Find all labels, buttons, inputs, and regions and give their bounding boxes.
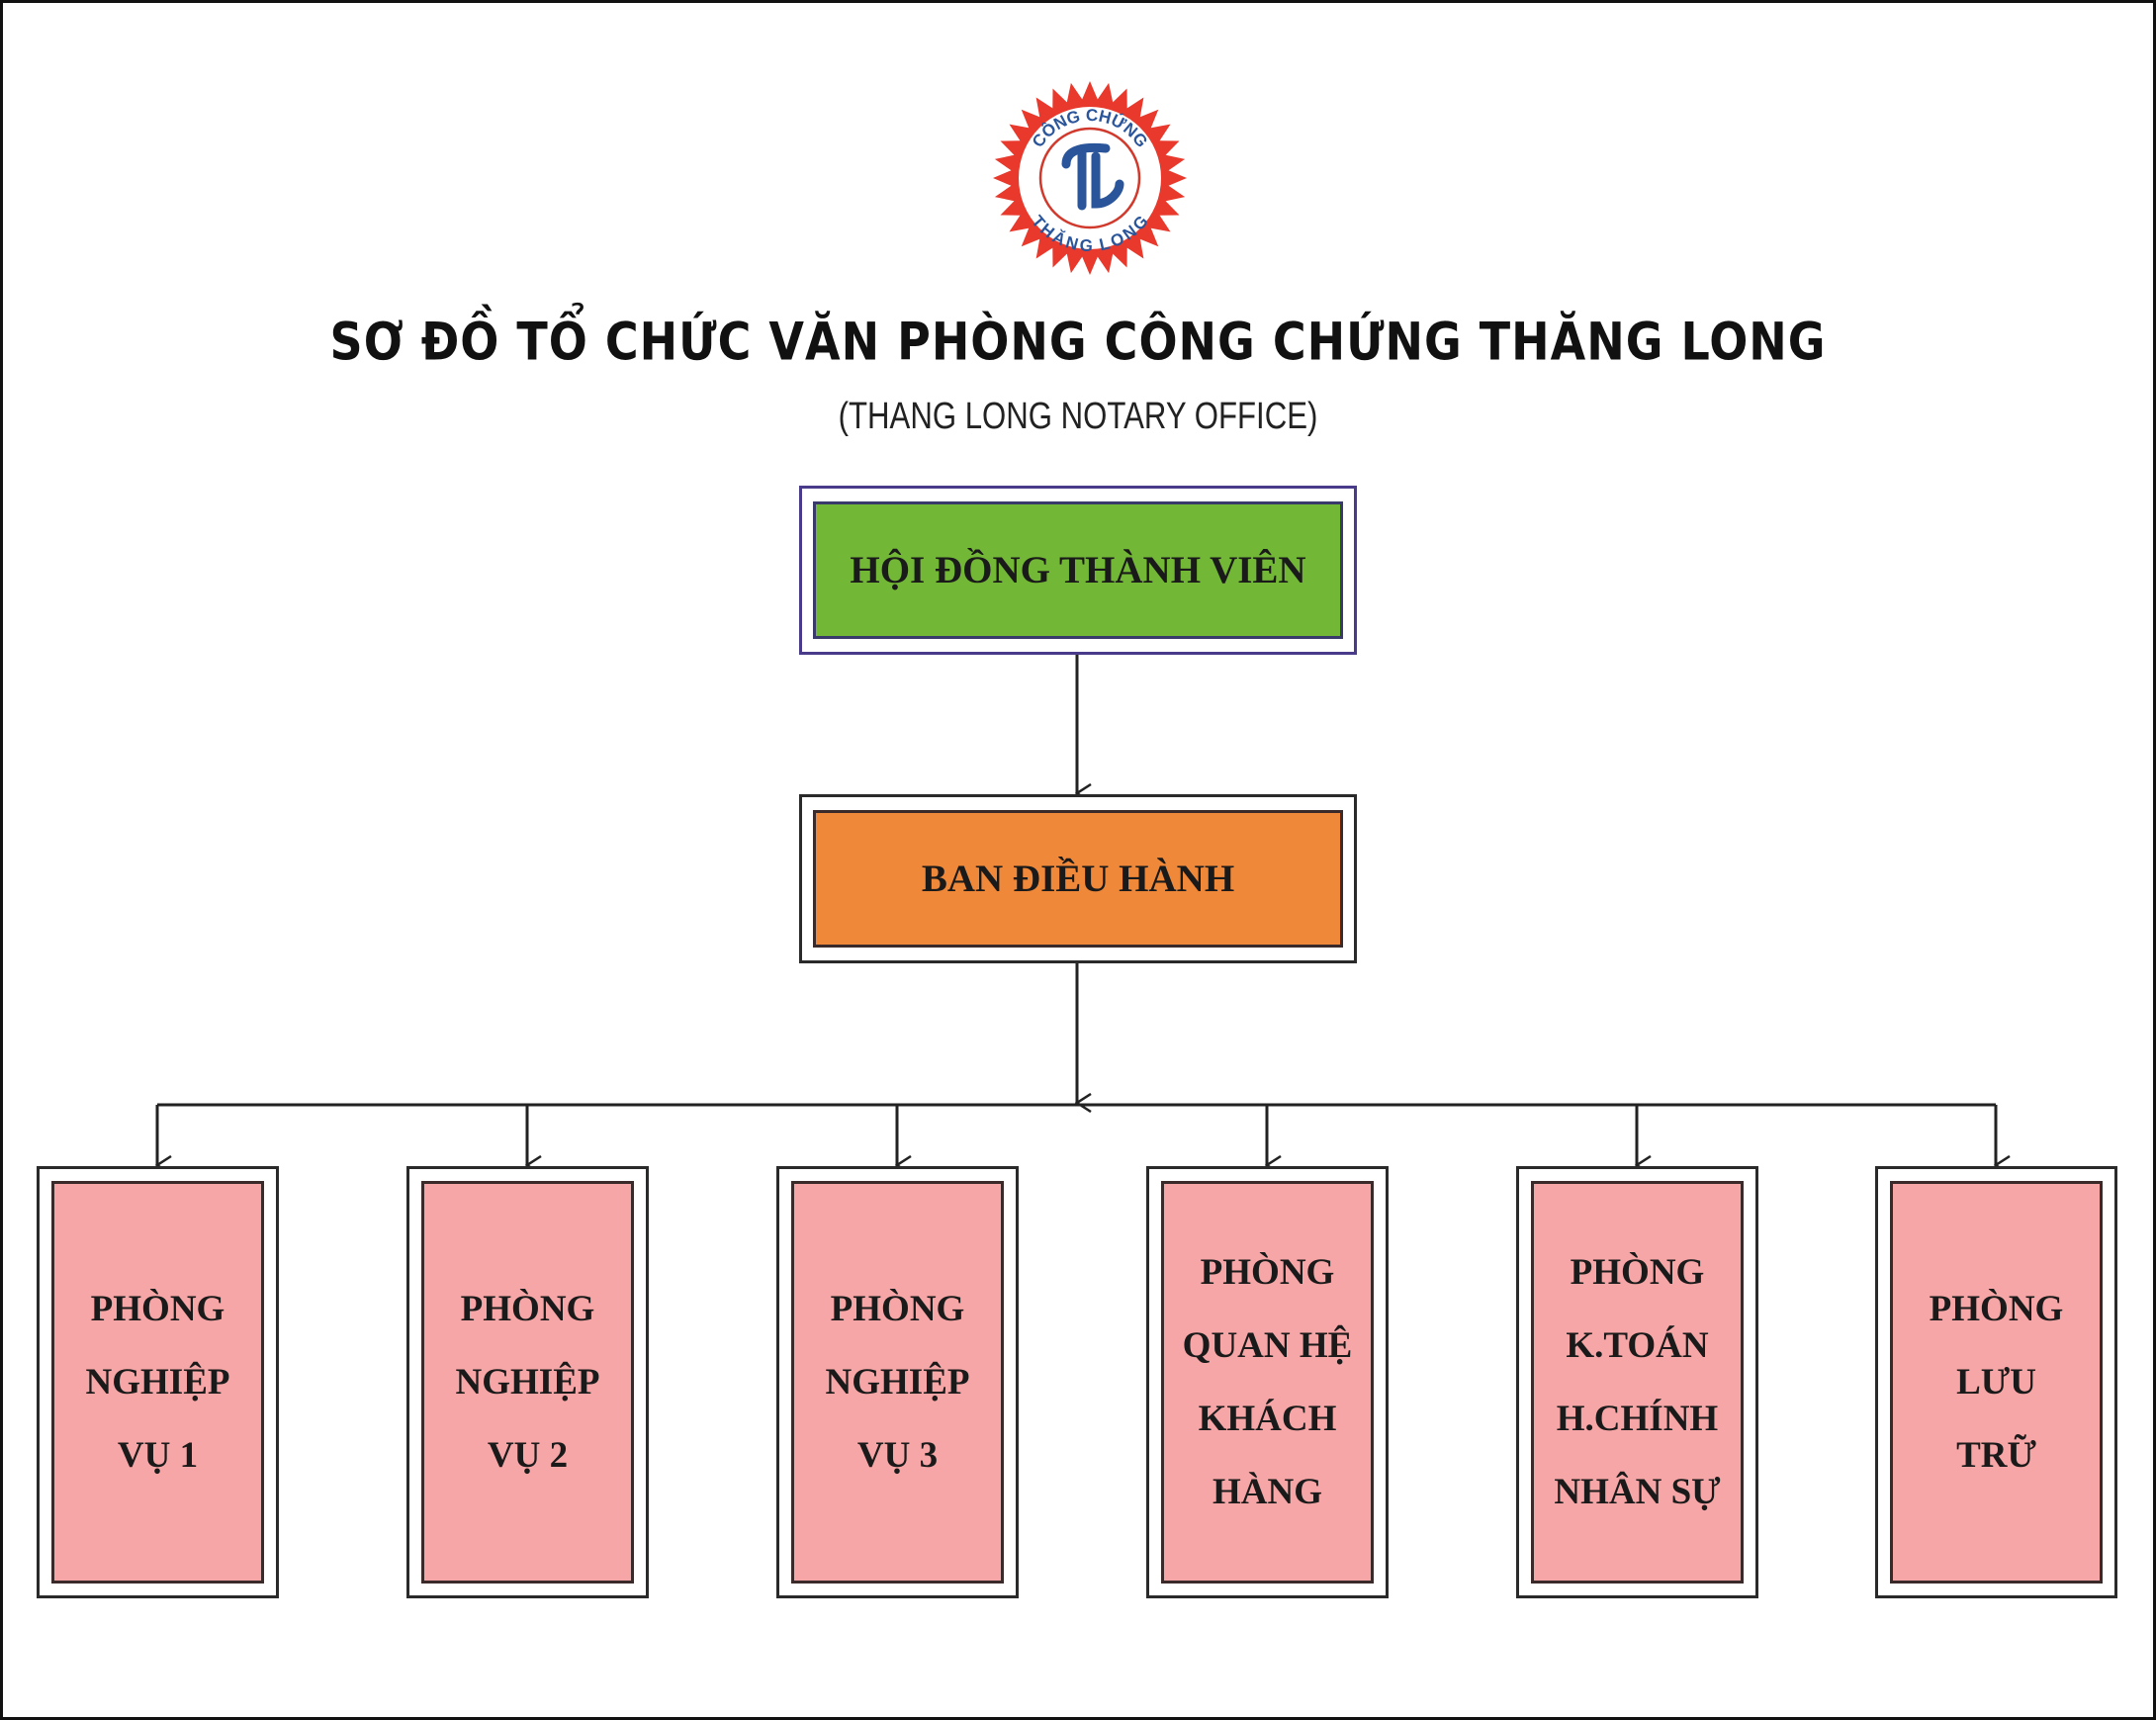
department-label-line: NGHIỆP [455,1361,600,1403]
department-box: PHÒNG K.TOÁN H.CHÍNH NHÂN SỰ [1516,1166,1758,1598]
department-box: PHÒNG NGHIỆP VỤ 3 [776,1166,1019,1598]
board-box: HỘI ĐỒNG THÀNH VIÊN [799,486,1357,655]
department-box-fill: PHÒNG NGHIỆP VỤ 1 [51,1181,264,1584]
executive-box: BAN ĐIỀU HÀNH [799,794,1357,963]
department-box-fill: PHÒNG LƯU TRỮ [1890,1181,2103,1584]
department-label-line: TRỮ [1956,1434,2036,1476]
department-label-line: PHÒNG [1570,1251,1705,1293]
department-box-fill: PHÒNG QUAN HỆ KHÁCH HÀNG [1161,1181,1374,1584]
logo: CÔNG CHỨNG THĂNG LONG [993,81,1187,275]
department-box: PHÒNG LƯU TRỮ [1875,1166,2117,1598]
department-label-line: HÀNG [1213,1471,1322,1512]
department-label-line: QUAN HỆ [1182,1324,1353,1366]
department-box: PHÒNG NGHIỆP VỤ 1 [37,1166,279,1598]
department-label-line: PHÒNG [1929,1288,2064,1329]
department-label-line: NHÂN SỰ [1554,1471,1721,1512]
department-box-fill: PHÒNG K.TOÁN H.CHÍNH NHÂN SỰ [1531,1181,1744,1584]
department-label-line: PHÒNG [460,1288,595,1329]
department-label-line: NGHIỆP [825,1361,970,1403]
department-label-line: K.TOÁN [1566,1324,1709,1366]
department-label-line: LƯU [1956,1361,2036,1403]
department-label-line: PHÒNG [90,1288,225,1329]
department-label-line: VỤ 2 [487,1434,569,1476]
department-label-line: VỤ 3 [856,1434,939,1476]
department-box: PHÒNG NGHIỆP VỤ 2 [406,1166,649,1598]
department-label-line: PHÒNG [1200,1251,1335,1293]
executive-label: BAN ĐIỀU HÀNH [921,858,1235,900]
department-box: PHÒNG QUAN HỆ KHÁCH HÀNG [1146,1166,1389,1598]
department-label-line: KHÁCH [1198,1398,1337,1439]
executive-box-fill: BAN ĐIỀU HÀNH [813,810,1343,948]
department-label-line: PHÒNG [830,1288,965,1329]
page-subtitle: (THANG LONG NOTARY OFFICE) [838,396,1318,437]
department-label-line: H.CHÍNH [1556,1398,1719,1439]
department-label-line: VỤ 1 [117,1434,199,1476]
board-label: HỘI ĐỒNG THÀNH VIÊN [850,549,1306,591]
department-label-line: NGHIỆP [85,1361,230,1403]
department-box-fill: PHÒNG NGHIỆP VỤ 2 [421,1181,634,1584]
board-box-fill: HỘI ĐỒNG THÀNH VIÊN [813,501,1343,639]
department-box-fill: PHÒNG NGHIỆP VỤ 3 [791,1181,1004,1584]
page-title: SƠ ĐỒ TỔ CHỨC VĂN PHÒNG CÔNG CHỨNG THĂNG… [329,310,1827,373]
logo-monogram-icon [1061,142,1124,211]
